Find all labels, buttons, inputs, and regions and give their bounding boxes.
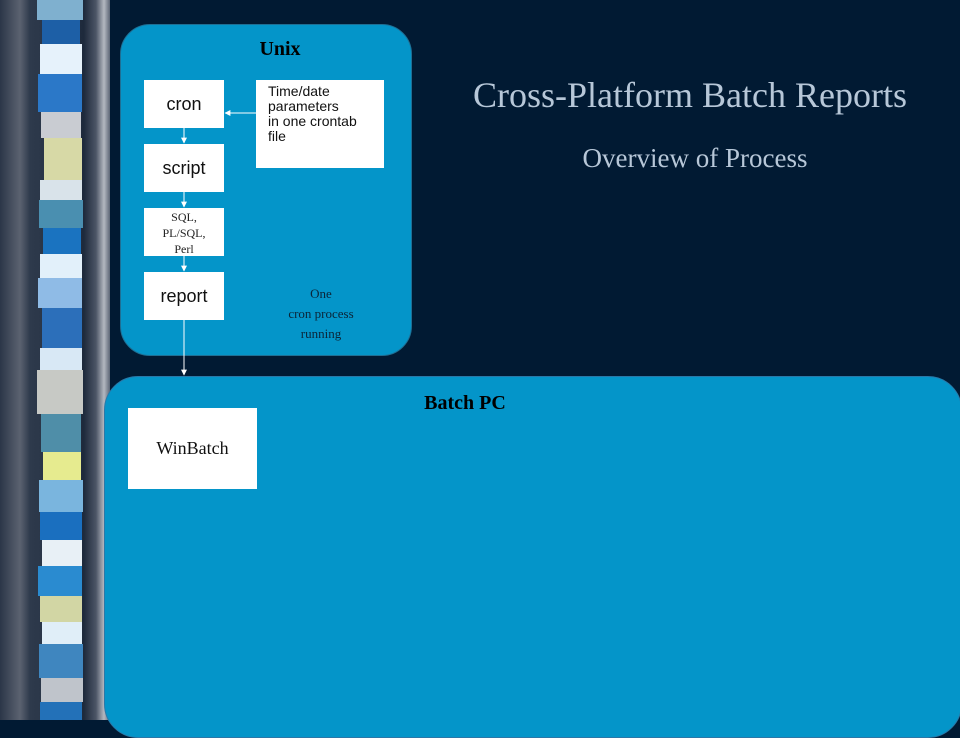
param-line-2: parameters — [268, 98, 339, 114]
batch-pc-title: Batch PC — [424, 392, 506, 414]
cron-box: cron — [144, 80, 224, 128]
slide-title: Cross-Platform Batch Reports — [473, 75, 907, 115]
language-sql: SQL, — [171, 210, 197, 224]
cron-note-line-3: running — [300, 326, 342, 341]
report-box: report — [144, 272, 224, 320]
sidebar-color-strip — [0, 0, 110, 720]
param-line-3: in one crontab — [268, 113, 357, 129]
languages-box: SQL, PL/SQL, Perl — [144, 208, 224, 256]
crontab-parameters-box: Time/date parameters in one crontab file — [256, 80, 384, 168]
language-plsql: PL/SQL, — [162, 226, 206, 240]
cron-note-line-2: cron process — [288, 306, 354, 321]
param-line-1: Time/date — [268, 83, 330, 99]
slide-subtitle: Overview of Process — [582, 143, 808, 173]
winbatch-box: WinBatch — [128, 408, 257, 489]
unix-panel-title: Unix — [259, 38, 301, 60]
batch-pc-panel — [104, 376, 960, 738]
cron-process-note: One cron process running — [276, 284, 366, 344]
script-box: script — [144, 144, 224, 192]
param-line-4: file — [268, 128, 286, 144]
language-perl: Perl — [174, 242, 194, 256]
cron-note-line-1: One — [310, 286, 332, 301]
decorative-sidebar — [0, 0, 110, 720]
